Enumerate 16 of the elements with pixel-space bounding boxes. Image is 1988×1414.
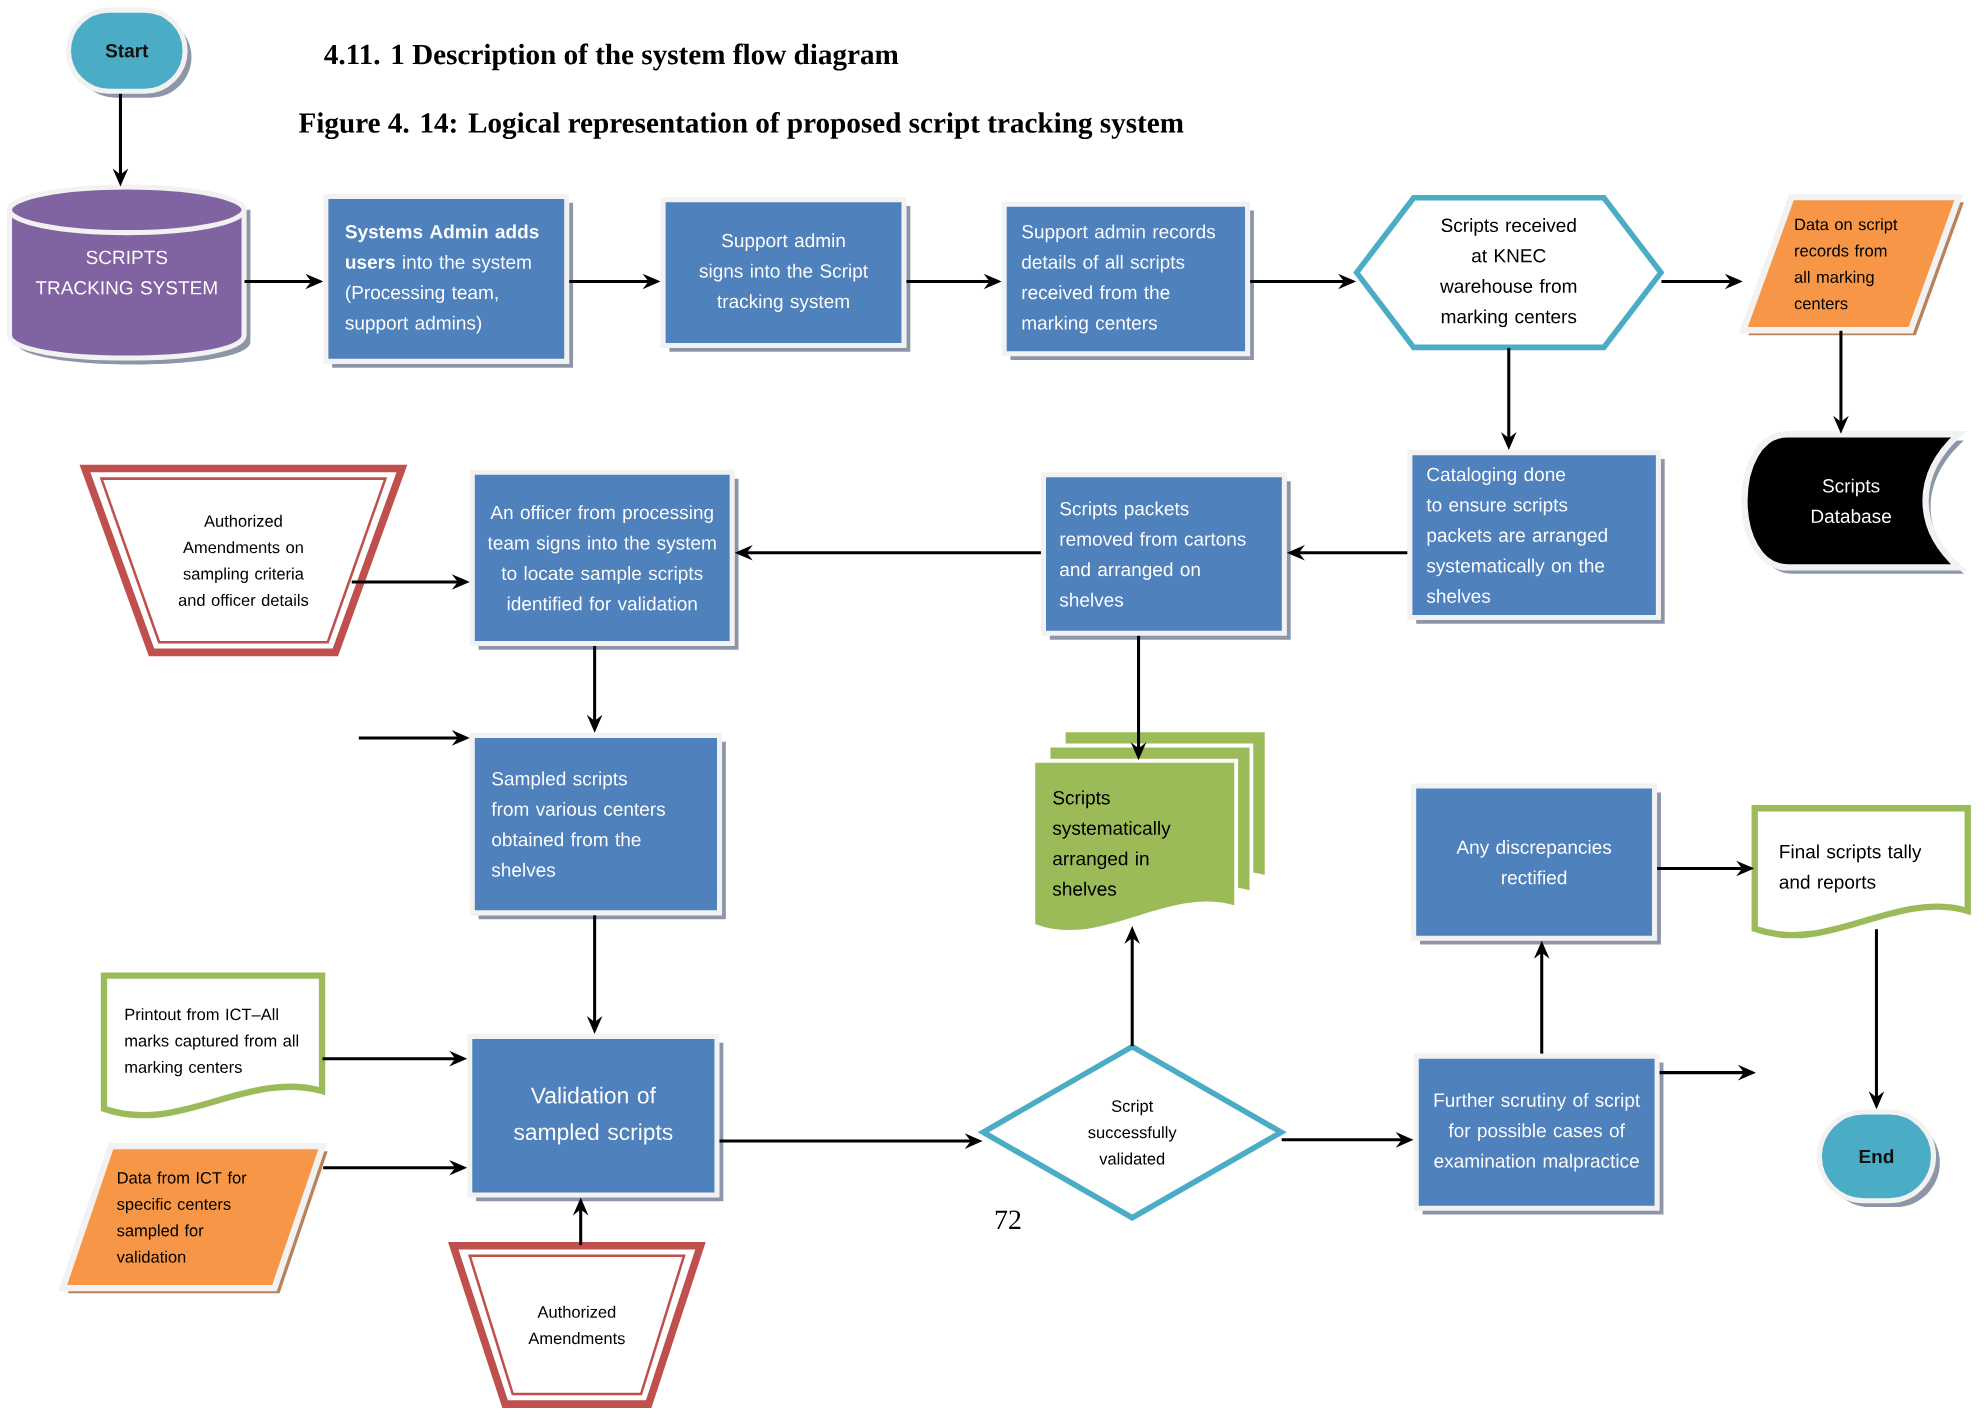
process-box: Scripts packets removed from cartons and arranged on shelves [1040, 472, 1291, 640]
process-box: An officer from processing team signs into the system to locate sample scripts identified for validation [469, 469, 739, 650]
database-cylinder: SCRIPTS TRACKING SYSTEM [6, 184, 251, 365]
process-box: Sampled scripts from various centers obtained from the shelves [469, 733, 726, 920]
heading: 4.11. 1 Description of the system flow diagram [324, 43, 899, 71]
process-box: Cataloging done to ensure scripts packets are arranged systematically on the shelves [1407, 450, 1665, 624]
process-box: Support admin records details of all scripts received from the marking centers [1001, 201, 1254, 361]
terminal-oval: End [1816, 1109, 1940, 1208]
preparation-hexagon: Scripts received at KNEC warehouse from marking centers [1353, 195, 1665, 351]
process-box: Further scrutiny of script for possible cases of examination malpractice [1413, 1053, 1664, 1215]
process-box: Validation of sampled scripts [467, 1034, 724, 1202]
terminal-oval: Start [65, 7, 192, 98]
process-box: Support admin signs into the Script tracking system [660, 197, 911, 352]
process-box: Systems Admin adds users into the system (Processing team, support admins) [323, 194, 574, 368]
figure-caption: Figure 4. 14: Logical representation of proposed script tracking system [299, 112, 1184, 140]
process-box: Any discrepancies rectified [1411, 783, 1661, 945]
